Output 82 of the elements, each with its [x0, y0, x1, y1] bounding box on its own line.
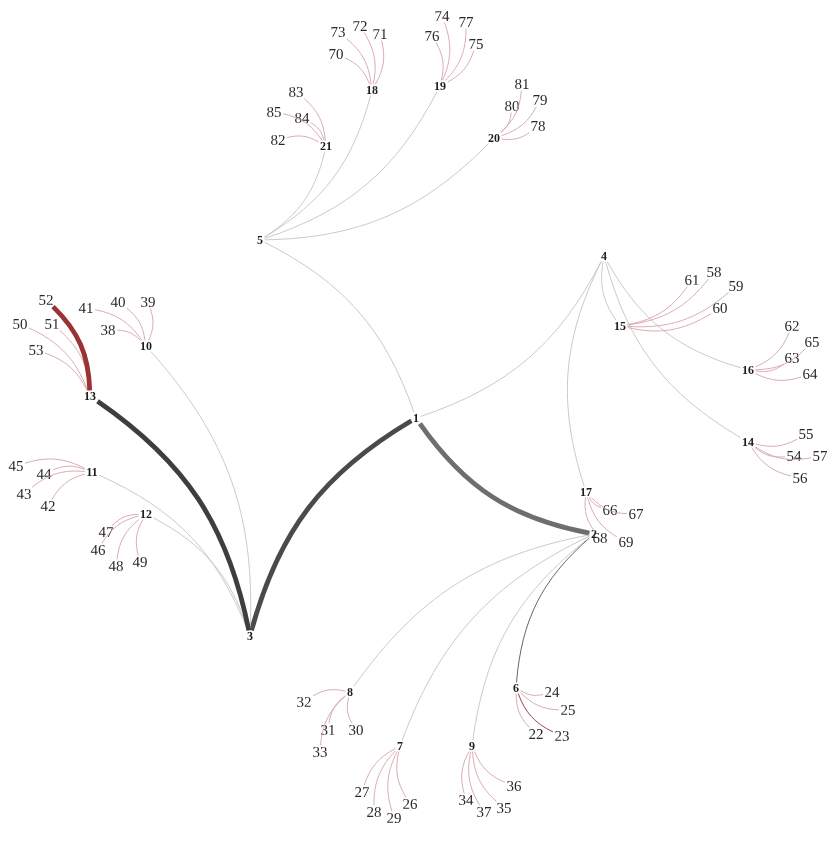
tree-link: [520, 692, 560, 711]
tree-link: [587, 497, 618, 538]
tree-link: [501, 106, 537, 137]
tree-link: [387, 751, 398, 812]
tree-link: [264, 151, 326, 238]
tree-link: [401, 535, 590, 741]
tree-link: [135, 519, 144, 556]
tree-link: [516, 537, 590, 683]
tree-link: [303, 98, 326, 141]
tree-link: [44, 352, 88, 391]
tree-link: [627, 278, 710, 326]
tree-link: [606, 261, 741, 369]
tree-link: [566, 261, 602, 487]
tree-link: [590, 497, 628, 515]
tree-link: [286, 135, 319, 143]
tree-link: [515, 693, 530, 728]
tree-link: [249, 418, 413, 632]
tree-link: [751, 447, 792, 477]
tree-link: [96, 399, 252, 631]
tree-link: [472, 751, 497, 802]
tree-link: [264, 91, 438, 239]
tree-link: [374, 40, 385, 85]
tree-link: [755, 332, 790, 368]
tree-link: [52, 465, 86, 471]
tree-link: [472, 537, 590, 741]
tree-link: [755, 373, 802, 381]
tree-link: [755, 364, 784, 372]
tree-link: [755, 446, 812, 460]
tree-link: [474, 751, 506, 783]
tree-link: [601, 261, 617, 321]
tree-link: [24, 458, 86, 469]
tree-link: [755, 348, 806, 371]
tree-link: [28, 327, 89, 391]
tree-link: [310, 122, 325, 141]
tree-link: [605, 261, 741, 439]
tree-link: [520, 690, 544, 696]
tree-link: [264, 95, 371, 238]
tree-link: [468, 751, 481, 806]
tree-link: [346, 38, 372, 85]
tree-link: [417, 422, 590, 536]
tree-link: [344, 57, 371, 85]
tree-link: [627, 313, 712, 332]
tree-link: [363, 748, 396, 786]
tree-link: [588, 497, 602, 509]
tree-link: [346, 697, 353, 724]
tree-link: [126, 308, 146, 341]
tree-link: [627, 292, 729, 328]
tree-link: [517, 693, 554, 733]
tree-link: [445, 28, 467, 81]
tree-link: [312, 689, 346, 697]
tree-link: [328, 695, 346, 724]
tree-link: [755, 438, 798, 447]
tree-link: [447, 50, 475, 83]
tree-link: [101, 515, 139, 544]
tree-link: [264, 241, 415, 413]
tree-link: [51, 304, 93, 391]
tree-link: [461, 751, 470, 794]
tree-link: [396, 751, 407, 798]
tree-link: [442, 22, 451, 81]
tree-link: [51, 473, 86, 500]
tree-link: [363, 32, 376, 85]
tree-link: [98, 474, 249, 631]
tree-link: [111, 513, 139, 526]
tree-link: [116, 519, 140, 560]
tree-link: [420, 261, 602, 417]
tree-link: [584, 497, 596, 532]
tree-link: [320, 695, 346, 746]
tree-link: [116, 329, 141, 341]
tree-link: [500, 90, 522, 133]
tree-link: [264, 143, 489, 241]
tree-link: [627, 286, 688, 326]
tree-link: [435, 42, 444, 81]
tree-link: [373, 750, 396, 806]
tree-link: [31, 470, 86, 488]
tree-link: [353, 534, 590, 687]
tree-link: [148, 308, 154, 341]
tree-link: [94, 309, 143, 341]
tree-link: [282, 113, 323, 141]
tree-link: [754, 447, 786, 458]
tree-link: [500, 112, 512, 133]
tree-link: [150, 351, 252, 631]
tree-link: [501, 132, 530, 140]
